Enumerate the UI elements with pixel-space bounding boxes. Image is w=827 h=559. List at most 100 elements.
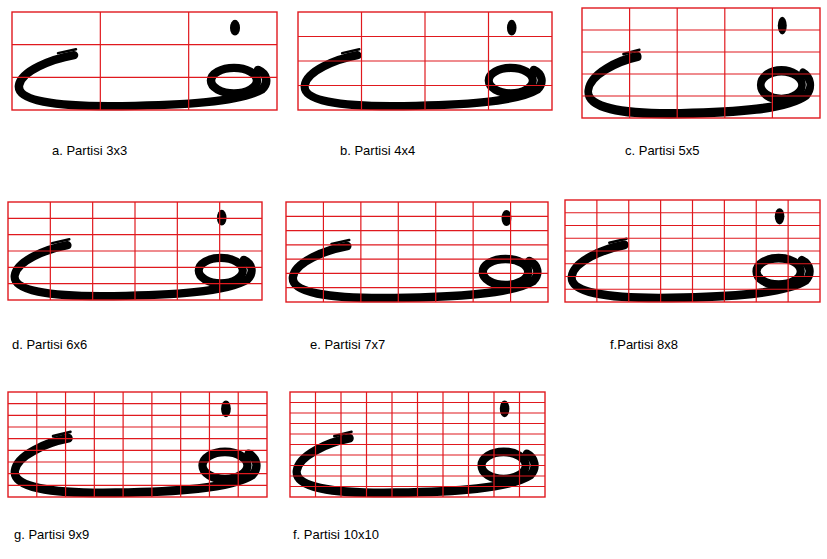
panel-caption: g. Partisi 9x9 xyxy=(14,527,89,542)
letter-fa xyxy=(293,210,537,298)
letter-tail xyxy=(609,239,626,243)
grid-line xyxy=(286,287,548,288)
grid-line xyxy=(219,202,220,300)
grid-border xyxy=(286,202,548,302)
letter-dot xyxy=(778,17,787,35)
grid-line xyxy=(151,392,152,497)
letter-loop xyxy=(483,259,528,285)
grid-line xyxy=(435,202,436,302)
grid-line xyxy=(100,12,101,110)
grid-line xyxy=(8,473,267,474)
grid-line xyxy=(286,216,548,217)
grid-border xyxy=(290,392,545,497)
grid-line xyxy=(788,200,789,302)
grid-line xyxy=(209,392,210,497)
letter-loop xyxy=(761,71,802,100)
grid-line xyxy=(36,392,37,497)
grid-border xyxy=(582,8,820,118)
grid-line xyxy=(582,73,820,74)
letter-panel xyxy=(8,392,267,497)
grid-line xyxy=(12,77,277,78)
letter-bowl xyxy=(15,438,257,493)
grid-line xyxy=(772,8,773,118)
grid-line xyxy=(65,392,66,497)
grid-line xyxy=(8,403,267,404)
grid-line xyxy=(290,486,545,487)
panel-caption: d. Partisi 6x6 xyxy=(12,337,87,352)
panel-caption: f. Partisi 10x10 xyxy=(293,527,379,542)
grid-line xyxy=(582,95,820,96)
letter-bowl xyxy=(588,56,810,113)
letter-loop xyxy=(489,68,533,93)
partition-grid xyxy=(8,202,262,300)
panel-caption: e. Partisi 7x7 xyxy=(310,337,385,352)
letter-fa xyxy=(19,20,266,106)
grid-line xyxy=(286,259,548,260)
grid-line xyxy=(442,392,443,497)
panel-caption: b. Partisi 4x4 xyxy=(340,143,415,158)
partition-grid xyxy=(298,12,552,110)
letter-bowl xyxy=(572,245,810,298)
letter-dot xyxy=(221,400,231,417)
letter-dot xyxy=(230,20,240,36)
letter-bowl xyxy=(19,55,266,106)
letter-panel xyxy=(286,202,548,302)
letter-panel xyxy=(290,392,545,497)
grid-border xyxy=(8,392,267,497)
grid-line xyxy=(8,438,267,439)
grid-line xyxy=(493,392,494,497)
grid-line xyxy=(286,244,548,245)
letter-loop xyxy=(199,258,243,283)
grid-line xyxy=(677,8,678,118)
grid-border xyxy=(565,200,820,302)
grid-line xyxy=(177,202,178,300)
letter-tail xyxy=(58,49,76,53)
letter-dot xyxy=(217,210,227,226)
partition-grid xyxy=(12,12,277,110)
letter-tail xyxy=(52,239,69,243)
grid-line xyxy=(286,273,548,274)
grid-line xyxy=(8,450,267,451)
letter-tail xyxy=(53,432,71,436)
grid-line xyxy=(180,392,181,497)
partition-grid xyxy=(290,392,545,497)
grid-line xyxy=(323,202,324,302)
letter-fa xyxy=(305,20,542,106)
grid-line xyxy=(238,392,239,497)
partition-grid xyxy=(565,200,820,302)
grid-line xyxy=(398,202,399,302)
grid-line xyxy=(290,454,545,455)
letter-fa xyxy=(297,400,535,492)
panel-caption: f.Partisi 8x8 xyxy=(610,337,678,352)
grid-line xyxy=(8,485,267,486)
letter-bowl xyxy=(305,55,542,106)
grid-line xyxy=(123,392,124,497)
grid-border xyxy=(298,12,552,110)
letter-bowl xyxy=(293,246,537,298)
grid-line xyxy=(290,465,545,466)
partition-grid xyxy=(8,392,267,497)
grid-line xyxy=(8,461,267,462)
letter-panel xyxy=(8,202,262,300)
letter-fa xyxy=(588,17,810,114)
grid-line xyxy=(582,29,820,30)
grid-line xyxy=(360,202,361,302)
panel-caption: c. Partisi 5x5 xyxy=(625,143,699,158)
grid-line xyxy=(565,289,820,290)
grid-line xyxy=(510,202,511,302)
grid-line xyxy=(298,60,552,61)
grid-line xyxy=(8,415,267,416)
letter-panel xyxy=(582,8,820,118)
grid-line xyxy=(298,85,552,86)
letter-loop xyxy=(756,258,800,285)
letter-panel xyxy=(565,200,820,302)
grid-line xyxy=(290,475,545,476)
letter-fa xyxy=(572,208,810,298)
partition-grid xyxy=(582,8,820,118)
letter-panel xyxy=(298,12,552,110)
grid-border xyxy=(8,202,262,300)
grid-line xyxy=(519,392,520,497)
grid-line xyxy=(756,200,757,302)
